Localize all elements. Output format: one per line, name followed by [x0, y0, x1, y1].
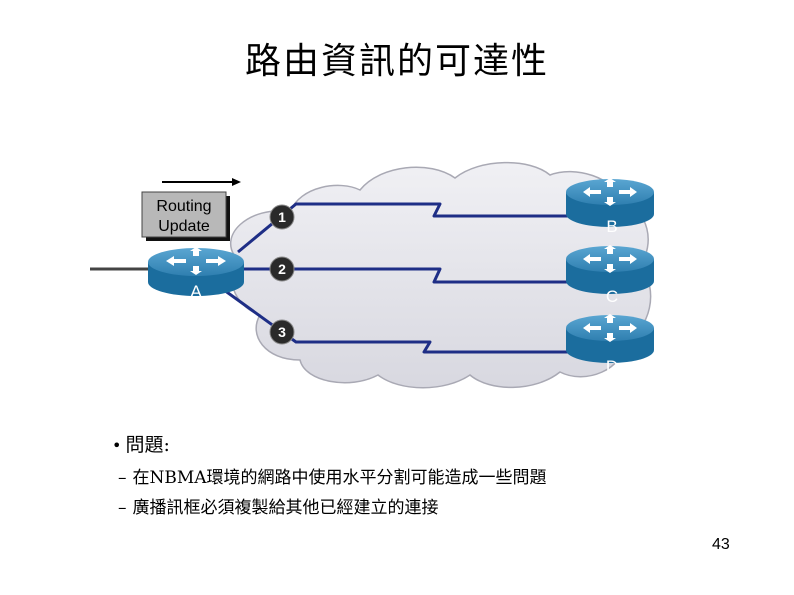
page-number: 43 [712, 536, 730, 553]
sub-bullet-item: –廣播訊框必須複製給其他已經建立的連接 [118, 493, 547, 523]
dash-marker: – [118, 498, 127, 518]
router-c-icon [566, 245, 654, 294]
dash-marker: – [118, 468, 127, 488]
pvc-3-badge: 3 [269, 319, 295, 345]
routing-update-box: Routing Update [141, 191, 230, 241]
pvc-1-number: 1 [278, 209, 286, 225]
router-b-icon [566, 178, 654, 227]
routing-update-arrow [162, 178, 241, 186]
sub-bullet-text: 在NBMA環境的網路中使用水平分割可能造成一些問題 [132, 468, 547, 488]
bullet-item: •問題: [112, 430, 547, 457]
sub-bullet-item: –在NBMA環境的網路中使用水平分割可能造成一些問題 [118, 463, 547, 493]
pvc-2-number: 2 [278, 261, 286, 277]
router-d-label: D [606, 357, 618, 376]
pvc-2-line [244, 267, 570, 284]
router-d-icon [566, 314, 654, 363]
routing-update-line1: Routing [156, 198, 211, 215]
router-a-icon [148, 247, 244, 296]
frame-relay-cloud [230, 161, 652, 389]
pvc-2-badge: 2 [269, 256, 295, 282]
slide-title: 路由資訊的可達性 [244, 41, 549, 82]
pvc-3-number: 3 [278, 324, 286, 340]
router-c-label: C [606, 287, 618, 306]
bullet-dot: • [112, 436, 122, 455]
bullet-text: 問題: [125, 434, 170, 456]
router-a-label: A [190, 282, 202, 301]
sub-bullet-text: 廣播訊框必須複製給其他已經建立的連接 [132, 498, 439, 518]
router-b-label: B [606, 217, 617, 236]
bullet-list: •問題: –在NBMA環境的網路中使用水平分割可能造成一些問題 –廣播訊框必須複… [112, 430, 547, 523]
routing-update-line2: Update [158, 218, 210, 235]
pvc-1-badge: 1 [269, 204, 295, 230]
